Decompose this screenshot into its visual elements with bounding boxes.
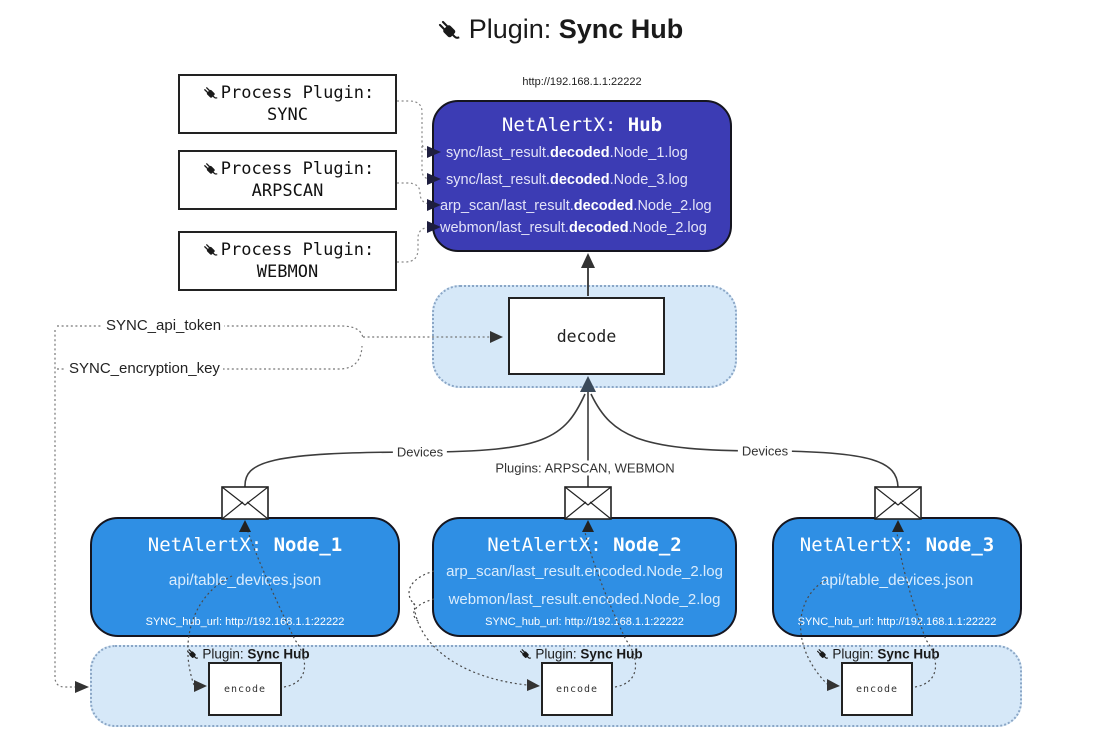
node-title: NetAlertX: Node_1 [147, 534, 343, 556]
setting-sync-api-token: SYNC_api_token [103, 317, 225, 334]
plug-icon [203, 87, 218, 99]
plugin-to-hub-connectors [397, 100, 432, 263]
encode-plugin-label: Plugin: Sync Hub [517, 647, 643, 662]
hub-log-line: arp_scan/last_result.decoded.Node_2.log [440, 198, 712, 214]
plug-icon [519, 649, 532, 659]
hub-address: http://192.168.1.1:22222 [522, 76, 642, 88]
page-title: Plugin: Sync Hub [0, 14, 1117, 45]
hub-log-line: sync/last_result.decoded.Node_3.log [446, 172, 688, 188]
node-file: api/table_devices.json [820, 572, 974, 589]
node-hub-url: SYNC_hub_url: http://192.168.1.1:22222 [145, 616, 345, 628]
plug-icon [438, 20, 460, 39]
hub-log-line: sync/last_result.decoded.Node_1.log [446, 145, 688, 161]
plug-icon [816, 649, 829, 659]
plug-icon [203, 163, 218, 175]
node-file: api/table_devices.json [168, 572, 322, 589]
node-title: NetAlertX: Node_3 [799, 534, 995, 556]
edge-label-devices-right: Devices [737, 443, 793, 459]
encode-plugin-label: Plugin: Sync Hub [184, 647, 310, 662]
envelope-icon [564, 486, 612, 520]
hub-box: NetAlertX: Hub sync/last_result.decoded.… [432, 100, 732, 252]
node-hub-url: SYNC_hub_url: http://192.168.1.1:22222 [797, 616, 997, 628]
process-plugin-sync: Process Plugin: SYNC [178, 74, 397, 134]
envelope-icons [221, 486, 922, 520]
node-hub-url: SYNC_hub_url: http://192.168.1.1:22222 [485, 616, 684, 628]
node-title: NetAlertX: Node_2 [487, 534, 682, 556]
node-3-box: NetAlertX: Node_3 api/table_devices.json… [772, 517, 1022, 637]
encode-step: encode [841, 662, 913, 716]
encode-step: encode [208, 662, 282, 716]
process-plugin-arpscan: Process Plugin: ARPSCAN [178, 150, 397, 210]
edge-label-devices-left: Devices [392, 444, 448, 460]
plug-icon [203, 244, 218, 256]
decode-step: decode [508, 297, 665, 375]
node-file: webmon/last_result.encoded.Node_2.log [448, 591, 721, 608]
settings-to-encode-arrowhead [75, 681, 89, 693]
process-plugin-webmon: Process Plugin: WEBMON [178, 231, 397, 291]
node-1-box: NetAlertX: Node_1 api/table_devices.json… [90, 517, 400, 637]
encode-step: encode [541, 662, 613, 716]
envelope-icon [221, 486, 269, 520]
node-2-box: NetAlertX: Node_2 arp_scan/last_result.e… [432, 517, 737, 637]
plug-icon [186, 649, 199, 659]
envelope-icon [874, 486, 922, 520]
edge-label-plugins: Plugins: ARPSCAN, WEBMON [491, 460, 679, 476]
hub-title: NetAlertX: Hub [501, 114, 663, 136]
title-text: Plugin: Sync Hub [468, 14, 684, 44]
node-file: arp_scan/last_result.encoded.Node_2.log [446, 563, 723, 580]
setting-sync-encryption-key: SYNC_encryption_key [66, 360, 223, 377]
encode-plugin-label: Plugin: Sync Hub [814, 647, 940, 662]
hub-log-line: webmon/last_result.decoded.Node_2.log [440, 220, 707, 236]
